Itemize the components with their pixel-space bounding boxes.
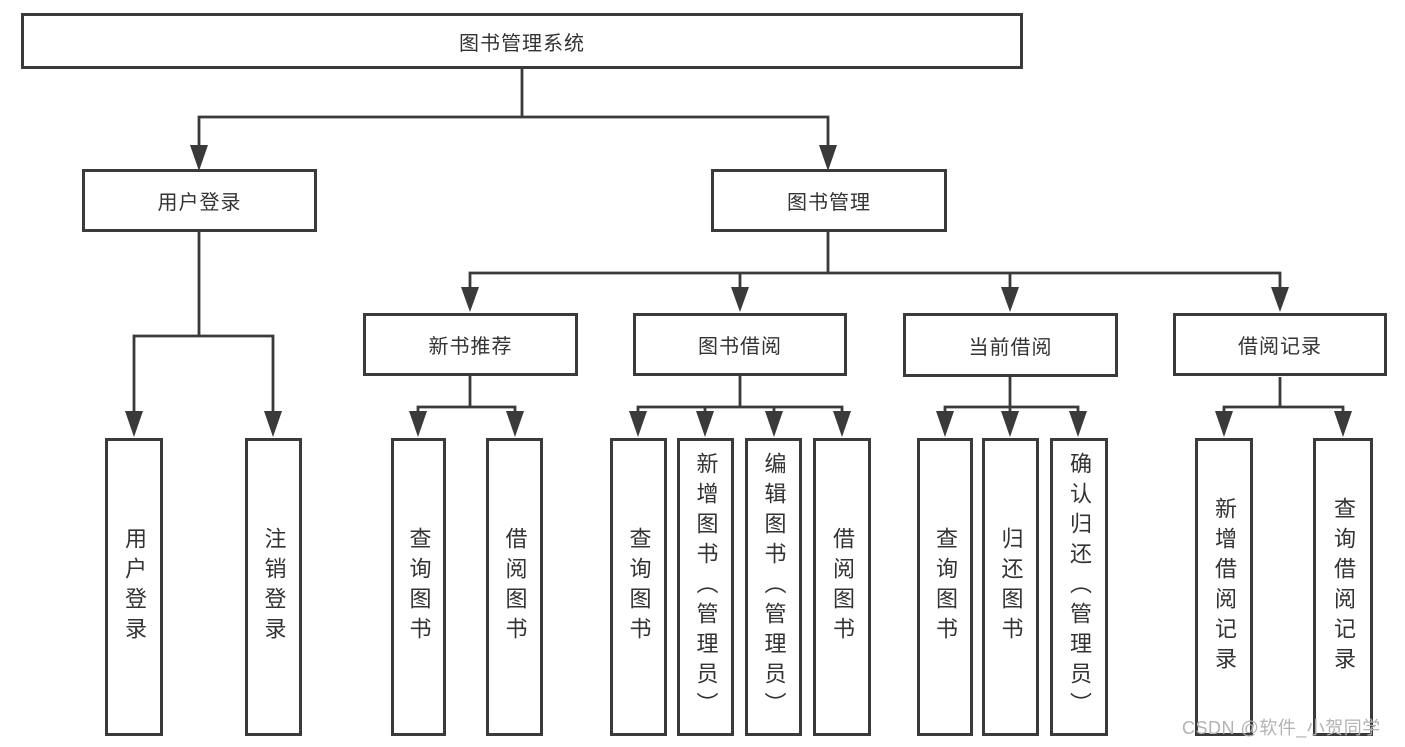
node-book-management-label: 图书管理 — [787, 192, 871, 214]
node-book-management: 图书管理 — [711, 169, 947, 232]
leaf-records-add-record: 新增借阅记录 — [1195, 438, 1253, 736]
arrow-down-icon — [506, 411, 524, 437]
node-user-login: 用户登录 — [82, 169, 317, 232]
arrow-down-icon — [1215, 411, 1233, 437]
leaf-borrow-edit-books-admin: 编辑图书（管理员） — [745, 438, 802, 736]
node-root-label: 图书管理系统 — [459, 32, 585, 55]
leaf-borrow-query-books: 查询图书 — [610, 438, 667, 736]
leaf-label: 确认归还（管理员） — [1067, 452, 1092, 722]
arrow-down-icon — [1001, 287, 1019, 312]
leaf-label: 用户登录 — [122, 527, 147, 647]
arrow-down-icon — [1334, 411, 1352, 437]
arrow-down-icon — [819, 145, 837, 171]
arrow-down-icon — [1001, 411, 1019, 437]
leaf-current-return-books: 归还图书 — [982, 438, 1039, 736]
csdn-watermark: CSDN @软件_小贺同学 — [1182, 718, 1381, 738]
arrow-down-icon — [629, 411, 647, 437]
leaf-borrow-borrow-books: 借阅图书 — [813, 438, 871, 736]
arrow-down-icon — [936, 411, 954, 437]
node-new-book-recommend-label: 新书推荐 — [428, 336, 513, 358]
node-new-book-recommend: 新书推荐 — [363, 313, 578, 376]
arrow-down-icon — [264, 411, 282, 437]
arrow-down-icon — [190, 145, 208, 171]
connector-login-bracket — [132, 334, 275, 412]
leaf-current-confirm-return-admin: 确认归还（管理员） — [1050, 438, 1108, 736]
leaf-logout: 注销登录 — [245, 438, 302, 736]
node-user-login-label: 用户登录 — [157, 192, 242, 214]
node-current-borrow: 当前借阅 — [903, 313, 1118, 377]
node-borrow-records-label: 借阅记录 — [1238, 336, 1322, 358]
node-book-borrow: 图书借阅 — [633, 313, 847, 376]
leaf-label: 借阅图书 — [502, 527, 528, 647]
leaf-label: 查询图书 — [933, 527, 958, 647]
leaf-label: 新增借阅记录 — [1212, 497, 1237, 677]
connector-borrow-bracket — [636, 405, 844, 412]
connector-root-bracket — [197, 115, 830, 146]
leaf-label: 编辑图书（管理员） — [761, 452, 787, 722]
arrow-down-icon — [731, 287, 749, 312]
connector-mgmt-bracket — [468, 271, 1282, 288]
leaf-user-login: 用户登录 — [105, 438, 163, 736]
leaf-borrow-add-books-admin: 新增图书（管理员） — [677, 438, 734, 736]
leaf-label: 新增图书（管理员） — [693, 452, 719, 722]
arrow-down-icon — [409, 411, 427, 437]
arrow-down-icon — [696, 411, 714, 437]
leaf-label: 归还图书 — [998, 527, 1024, 647]
connector-records-bracket — [1222, 405, 1345, 412]
arrow-down-icon — [833, 411, 851, 437]
leaf-current-query-books: 查询图书 — [917, 438, 973, 736]
node-current-borrow-label: 当前借阅 — [968, 336, 1053, 359]
connector-current-bracket — [943, 405, 1080, 412]
node-borrow-records: 借阅记录 — [1173, 313, 1387, 376]
leaf-label: 查询图书 — [406, 527, 432, 647]
leaf-label: 借阅图书 — [830, 527, 855, 647]
arrowheads — [125, 145, 1352, 437]
leaf-label: 查询借阅记录 — [1331, 497, 1356, 677]
leaf-newrec-query-books: 查询图书 — [391, 438, 446, 736]
leaf-records-query-record: 查询借阅记录 — [1313, 438, 1373, 736]
leaf-label: 查询图书 — [626, 527, 652, 647]
arrow-down-icon — [125, 411, 143, 437]
arrow-down-icon — [461, 287, 479, 312]
node-book-borrow-label: 图书借阅 — [698, 336, 782, 358]
connector-newrec-bracket — [416, 405, 517, 412]
arrow-down-icon — [765, 411, 783, 437]
leaf-label: 注销登录 — [261, 527, 287, 647]
arrow-down-icon — [1069, 411, 1087, 437]
node-root: 图书管理系统 — [21, 13, 1023, 69]
leaf-newrec-borrow-books: 借阅图书 — [486, 438, 543, 736]
arrow-down-icon — [1271, 287, 1289, 312]
